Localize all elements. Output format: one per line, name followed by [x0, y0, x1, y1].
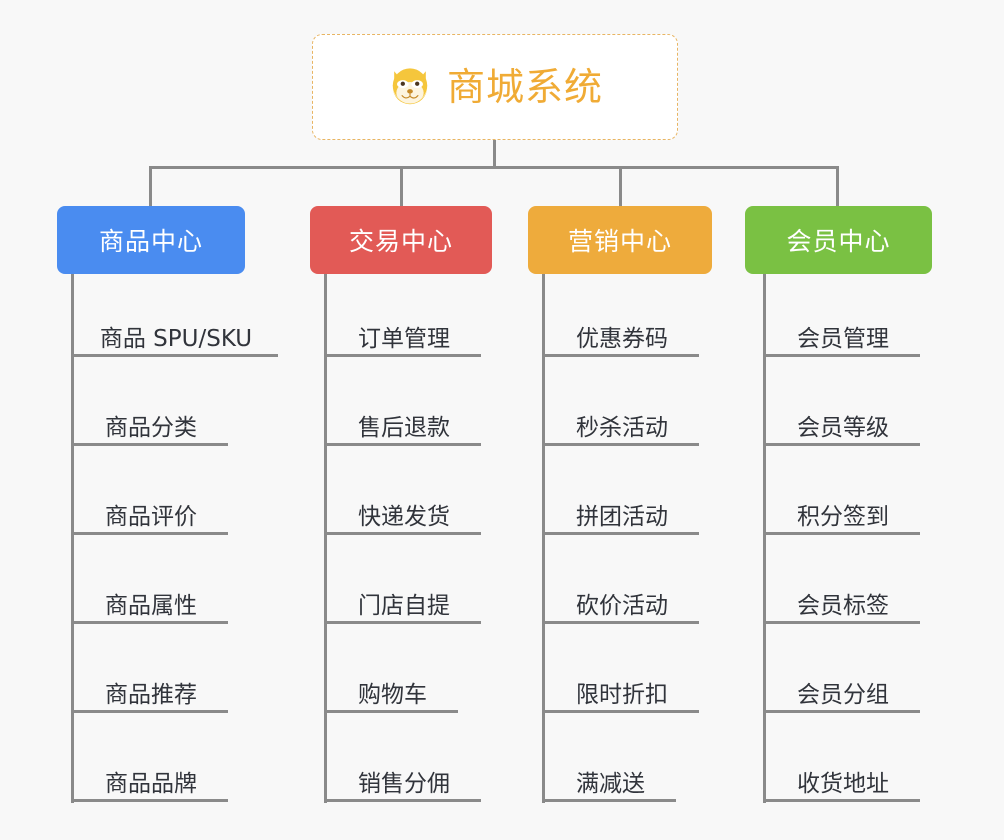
leaf-item-label: 会员等级 — [797, 414, 889, 441]
leaf-item-label: 拼团活动 — [576, 503, 668, 530]
category-header-0[interactable]: 商品中心 — [57, 206, 245, 274]
leaf-item[interactable]: 订单管理 — [327, 311, 481, 357]
leaf-item[interactable]: 商品分类 — [74, 400, 228, 446]
leaf-item[interactable]: 门店自提 — [327, 578, 481, 624]
leaf-item-label: 商品评价 — [105, 503, 197, 530]
category-header-label: 营销中心 — [567, 227, 672, 256]
leaf-item[interactable]: 商品评价 — [74, 489, 228, 535]
leaf-item-label: 砍价活动 — [576, 592, 668, 619]
connector-bus — [149, 166, 839, 169]
leaf-item[interactable]: 会员标签 — [766, 578, 920, 624]
leaf-item[interactable]: 砍价活动 — [545, 578, 699, 624]
leaf-item[interactable]: 商品 SPU/SKU — [74, 311, 278, 357]
leaf-item-label: 满减送 — [576, 770, 645, 797]
leaf-item-label: 商品推荐 — [105, 681, 197, 708]
leaf-item-label: 订单管理 — [358, 325, 450, 352]
leaf-item-label: 快递发货 — [358, 503, 450, 530]
root-title: 商城系统 — [446, 65, 603, 109]
leaf-item[interactable]: 会员等级 — [766, 400, 920, 446]
leaf-item[interactable]: 会员管理 — [766, 311, 920, 357]
connector-drop-0 — [149, 166, 152, 206]
leaf-item-label: 会员分组 — [797, 681, 889, 708]
category-header-1[interactable]: 交易中心 — [310, 206, 492, 274]
root-node[interactable]: 商城系统 — [312, 34, 678, 140]
leaf-item[interactable]: 商品推荐 — [74, 667, 228, 713]
category-header-3[interactable]: 会员中心 — [745, 206, 932, 274]
category-trunk-0 — [71, 274, 74, 803]
leaf-item-label: 售后退款 — [358, 414, 450, 441]
category-header-label: 会员中心 — [786, 227, 891, 256]
category-header-label: 商品中心 — [98, 227, 203, 256]
category-trunk-2 — [542, 274, 545, 803]
leaf-item-label: 收货地址 — [797, 770, 889, 797]
leaf-item[interactable]: 优惠券码 — [545, 311, 699, 357]
leaf-item[interactable]: 会员分组 — [766, 667, 920, 713]
leaf-item[interactable]: 售后退款 — [327, 400, 481, 446]
category-trunk-1 — [324, 274, 327, 803]
leaf-item-label: 商品分类 — [105, 414, 197, 441]
connector-drop-2 — [619, 166, 622, 206]
leaf-item[interactable]: 限时折扣 — [545, 667, 699, 713]
leaf-item-label: 限时折扣 — [576, 681, 668, 708]
leaf-item-label: 购物车 — [358, 681, 427, 708]
leaf-item[interactable]: 快递发货 — [327, 489, 481, 535]
category-header-2[interactable]: 营销中心 — [528, 206, 712, 274]
leaf-item-label: 会员标签 — [797, 592, 889, 619]
leaf-item-label: 会员管理 — [797, 325, 889, 352]
connector-drop-1 — [400, 166, 403, 206]
category-trunk-3 — [763, 274, 766, 803]
leaf-item[interactable]: 购物车 — [327, 667, 458, 713]
connector-root-drop — [493, 140, 496, 168]
dog-face-icon — [392, 68, 428, 105]
leaf-item[interactable]: 拼团活动 — [545, 489, 699, 535]
leaf-item[interactable]: 收货地址 — [766, 756, 920, 802]
leaf-item-label: 积分签到 — [797, 503, 889, 530]
leaf-item[interactable]: 商品属性 — [74, 578, 228, 624]
connector-drop-3 — [836, 166, 839, 206]
leaf-item[interactable]: 满减送 — [545, 756, 676, 802]
leaf-item-label: 销售分佣 — [358, 770, 450, 797]
leaf-item-label: 秒杀活动 — [576, 414, 668, 441]
leaf-item[interactable]: 积分签到 — [766, 489, 920, 535]
category-header-label: 交易中心 — [348, 227, 453, 256]
leaf-item[interactable]: 销售分佣 — [327, 756, 481, 802]
leaf-item-label: 商品属性 — [105, 592, 197, 619]
leaf-item-label: 商品 SPU/SKU — [99, 325, 253, 352]
leaf-item-label: 商品品牌 — [105, 770, 197, 797]
leaf-item-label: 优惠券码 — [576, 325, 668, 352]
leaf-item[interactable]: 商品品牌 — [74, 756, 228, 802]
leaf-item-label: 门店自提 — [358, 592, 450, 619]
leaf-item[interactable]: 秒杀活动 — [545, 400, 699, 446]
